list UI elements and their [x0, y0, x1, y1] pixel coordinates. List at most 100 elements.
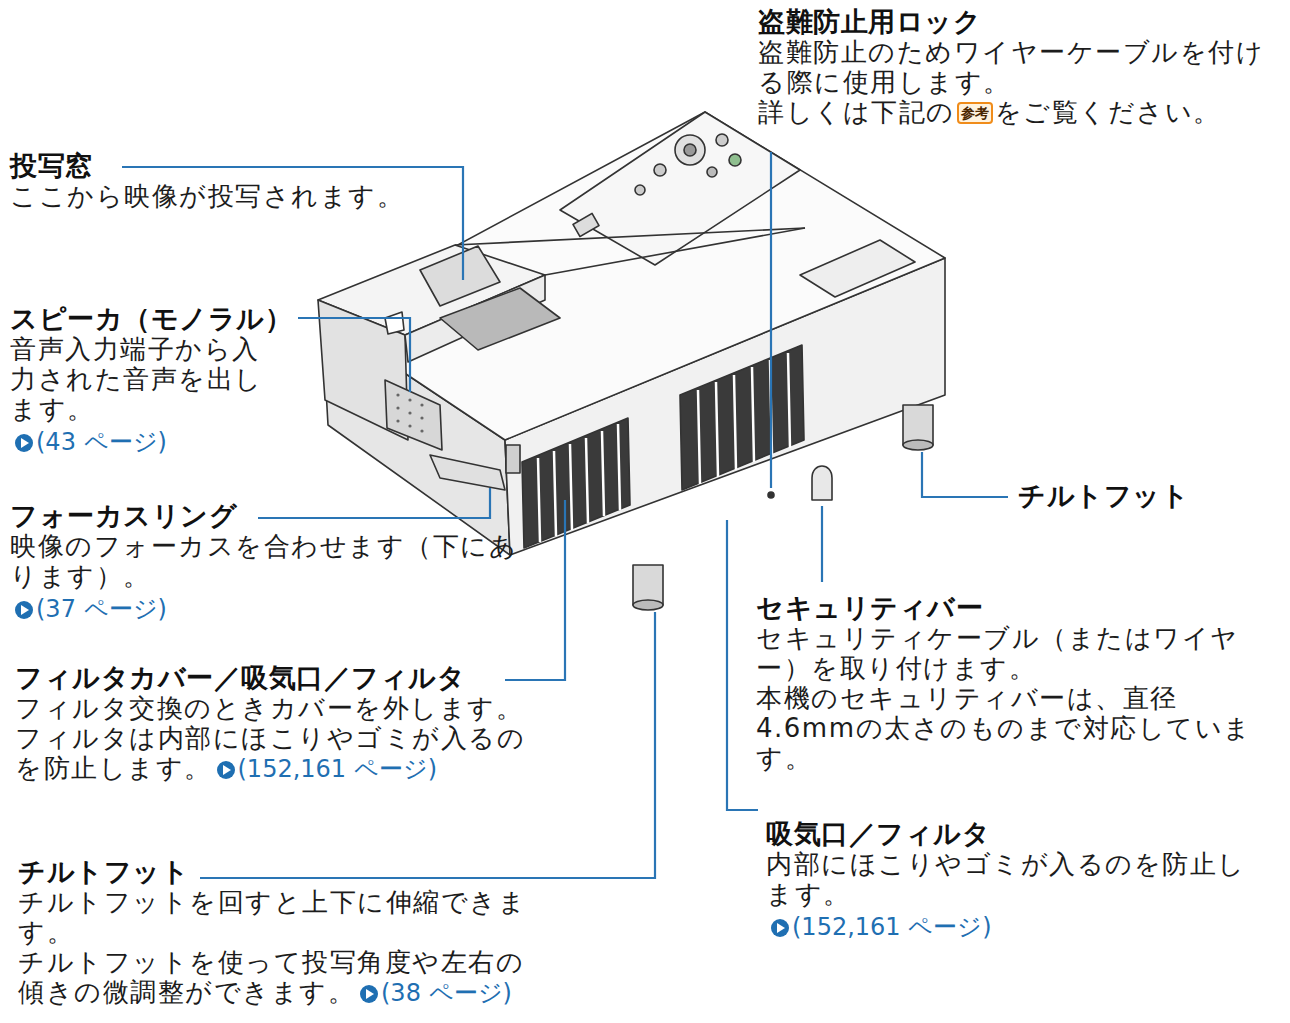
drawing-part: [654, 164, 666, 176]
drawing-part: [707, 167, 717, 177]
drawing-part: [768, 492, 774, 498]
drawing-part: [922, 452, 1008, 497]
part-description: をご覧ください。: [995, 97, 1221, 127]
callout-line: フォーカスリング: [10, 500, 520, 531]
callout-line: 音声入力端子から入力された音声を出します。: [10, 334, 268, 424]
reference-arrow-icon: [359, 984, 379, 1004]
drawing-part: [440, 288, 560, 350]
text-item: フィルタカバー／吸気口／フィルタ: [15, 672, 465, 691]
callout: 投写窓ここから映像が投写されます。: [10, 150, 470, 211]
callout-line: (43 ページ): [10, 427, 268, 457]
callout-line: 吸気口／フィルタ: [766, 818, 1271, 849]
drawing-part: [573, 213, 599, 236]
callout-line: チルトフットを回すと上下に伸縮できます。: [18, 887, 528, 947]
text-item: (38 ページ): [355, 986, 512, 1005]
drawing-part: [396, 419, 399, 422]
drawing-part: [729, 154, 741, 166]
icon-arrow: [21, 605, 29, 615]
part-name: 投写窓: [10, 150, 93, 181]
icon-circle: [771, 919, 789, 937]
drawing-part: [408, 398, 411, 401]
text-item: (43 ページ): [10, 435, 167, 454]
text-item: 吸気口／フィルタ: [766, 828, 990, 847]
drawing-part: [430, 455, 505, 490]
drawing-part: [800, 240, 915, 297]
text-item: (37 ページ): [10, 602, 167, 621]
callout-line: フィルタカバー／吸気口／フィルタ: [15, 662, 525, 693]
drawing-part: [396, 406, 399, 409]
callout-line: フィルタ交換のときカバーを外します。: [15, 693, 525, 723]
callout-line: スピーカ（モノラル）: [10, 303, 268, 334]
part-name: フィルタカバー／吸気口／フィルタ: [15, 662, 465, 693]
text-item: セキュリティケーブル（またはワイヤー）を取り付けます。: [756, 632, 1239, 681]
drawing-part: [633, 565, 663, 605]
part-name: 吸気口／フィルタ: [766, 818, 990, 849]
text-item: 投写窓: [10, 160, 93, 179]
part-name: スピーカ（モノラル）: [10, 303, 292, 334]
reference-badge: 参考: [957, 102, 993, 124]
callout: スピーカ（モノラル）音声入力端子から入力された音声を出します。 (43 ページ): [10, 303, 268, 457]
text-item: をご覧ください。: [995, 106, 1221, 125]
drawing-part: [455, 228, 805, 245]
text-item: 内部にほこりやゴミが入るのを防止します。: [766, 858, 1246, 907]
part-description: セキュリティケーブル（またはワイヤー）を取り付けます。: [756, 623, 1239, 683]
text-item: 詳しくは下記の: [758, 106, 955, 125]
part-description: 音声入力端子から入力された音声を出します。: [10, 334, 263, 424]
part-name: チルトフット: [18, 856, 189, 887]
leader-lines: [122, 152, 1008, 878]
drawing-part: [680, 345, 804, 490]
part-name: 盗難防止用ロック: [758, 6, 981, 37]
icon-arrow: [366, 989, 374, 999]
callout: 盗難防止用ロック盗難防止のためワイヤーケーブルを付ける際に使用します。詳しくは下…: [758, 6, 1268, 127]
callout-line: (37 ページ): [10, 594, 520, 624]
reference-arrow-icon: [14, 600, 34, 620]
callout-line: 映像のフォーカスを合わせます（下にあります）。: [10, 531, 520, 591]
drawing-part: [408, 424, 411, 427]
callout-line: フィルタは内部にほこりやゴミが入るのを防止します。(152,161 ページ): [15, 723, 525, 784]
drawing-part: [675, 135, 705, 165]
reference-arrow-icon: [14, 433, 34, 453]
part-description: 盗難防止のためワイヤーケーブルを付ける際に使用します。: [758, 37, 1264, 97]
callout-line: チルトフット: [1018, 480, 1258, 511]
part-description: ここから映像が投写されます。: [10, 181, 404, 211]
part-description: 内部にほこりやゴミが入るのを防止します。: [766, 849, 1246, 909]
drawing-part: [727, 520, 758, 810]
part-description: フィルタ交換のときカバーを外します。: [15, 693, 523, 723]
callout-line: チルトフット: [18, 856, 528, 887]
drawing-part: [903, 440, 933, 450]
callout-line: 本機のセキュリティバーは、直径 4.6mmの太さのものまで対応しています。: [756, 683, 1284, 773]
part-description: 映像のフォーカスを合わせます（下にあります）。: [10, 531, 517, 591]
part-description: 詳しくは下記の: [758, 97, 955, 127]
callout-line: 盗難防止用ロック: [758, 6, 1268, 37]
drawing-part: [633, 600, 663, 610]
text-item: セキュリティバー: [756, 602, 983, 621]
callout-line: 盗難防止のためワイヤーケーブルを付ける際に使用します。: [758, 37, 1268, 97]
text-item: フォーカスリング: [10, 510, 237, 529]
icon-arrow: [777, 923, 785, 933]
drawing-part: [385, 380, 442, 450]
drawing-part: [506, 445, 520, 473]
drawing-part: [821, 506, 823, 582]
text-item: (152,161 ページ): [766, 920, 992, 939]
part-description: チルトフットを回すと上下に伸縮できます。: [18, 887, 526, 947]
icon-circle: [15, 601, 33, 619]
callout-line: (152,161 ページ): [766, 912, 1271, 942]
callout-line: セキュリティバー: [756, 592, 1284, 623]
drawing-part: [770, 152, 772, 488]
text-item: 盗難防止用ロック: [758, 16, 981, 35]
callout: 吸気口／フィルタ内部にほこりやゴミが入るのを防止します。 (152,161 ページ…: [766, 818, 1271, 942]
page-reference: (43 ページ): [36, 428, 167, 456]
drawing-part: [903, 405, 933, 445]
drawing-part: [545, 228, 805, 275]
drawing-part: [420, 429, 423, 432]
callout: フィルタカバー／吸気口／フィルタフィルタ交換のときカバーを外します。フィルタは内…: [15, 662, 525, 784]
callout-line: 詳しくは下記の参考をご覧ください。: [758, 97, 1268, 127]
drawing-part: [684, 144, 696, 156]
callout: チルトフットチルトフットを回すと上下に伸縮できます。チルトフットを使って投写角度…: [18, 856, 528, 1008]
icon-circle: [217, 761, 235, 779]
drawing-part: [812, 466, 832, 500]
callout-line: 投写窓: [10, 150, 470, 181]
icon-arrow: [21, 438, 29, 448]
icon-circle: [15, 434, 33, 452]
